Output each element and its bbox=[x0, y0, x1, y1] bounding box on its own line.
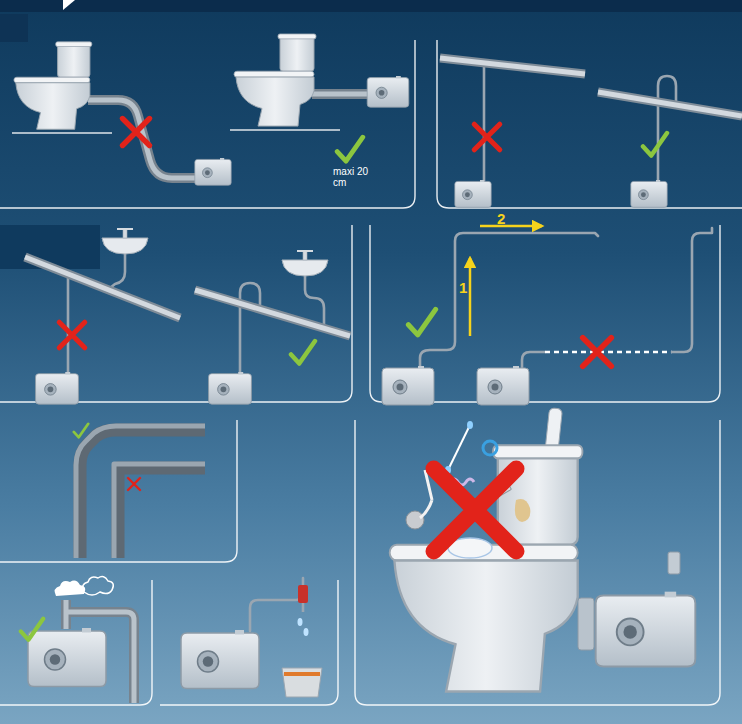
pump-sleeve bbox=[578, 598, 594, 650]
discharge-pipe bbox=[88, 100, 196, 178]
correct-mark bbox=[291, 341, 315, 364]
discharge-line bbox=[522, 352, 545, 368]
toilet bbox=[390, 445, 583, 691]
wash-basin bbox=[282, 251, 328, 276]
bucket bbox=[282, 668, 322, 697]
panel-border bbox=[437, 40, 742, 208]
discharge-pipe bbox=[88, 100, 196, 178]
panel-border bbox=[355, 420, 720, 705]
odour-cloud bbox=[83, 577, 114, 595]
callout-number: 1 bbox=[459, 280, 473, 296]
discharge-line bbox=[672, 228, 712, 352]
sharp-bend-pipe bbox=[114, 464, 205, 558]
correct-mark bbox=[408, 309, 435, 335]
pump-unit bbox=[477, 366, 529, 405]
floor-line bbox=[12, 132, 112, 134]
panel-border bbox=[0, 580, 152, 705]
header-notch bbox=[63, 0, 75, 10]
condom bbox=[515, 499, 530, 522]
pump-unit bbox=[36, 372, 79, 404]
wash-basin bbox=[102, 229, 148, 254]
wrong-mark bbox=[474, 124, 500, 150]
correct-mark bbox=[643, 133, 667, 156]
direction-arrow bbox=[480, 225, 542, 228]
main-pipe bbox=[440, 58, 585, 74]
odour-cloud bbox=[55, 581, 86, 596]
dashed-run bbox=[545, 351, 672, 354]
long-bend-pipe bbox=[76, 426, 205, 558]
pump-unit bbox=[596, 592, 696, 667]
floor-line bbox=[230, 129, 340, 131]
wrong-mark bbox=[59, 322, 85, 348]
panel-border bbox=[160, 580, 338, 705]
panel-tab bbox=[0, 14, 28, 42]
discharge-line bbox=[250, 578, 303, 631]
panel-border bbox=[0, 40, 415, 208]
pump-unit bbox=[455, 180, 491, 207]
dimension-label: maxi 20 cm bbox=[333, 166, 369, 188]
main-pipe bbox=[440, 58, 585, 74]
wrong-mark bbox=[583, 338, 612, 367]
tampon bbox=[420, 470, 432, 518]
cotton-swab bbox=[467, 421, 473, 429]
correct-mark bbox=[21, 619, 43, 640]
sink-drain bbox=[305, 276, 324, 326]
correct-mark bbox=[337, 137, 363, 161]
discharge-line bbox=[483, 66, 486, 181]
main-pipe bbox=[195, 290, 350, 336]
coin bbox=[406, 511, 424, 529]
direction-arrow bbox=[469, 258, 472, 336]
pump-outlet bbox=[668, 552, 680, 574]
pump-unit bbox=[209, 372, 252, 404]
water-drop bbox=[298, 618, 303, 626]
sink-drain bbox=[110, 252, 125, 288]
long-bend-pipe bbox=[80, 430, 205, 558]
pump-unit bbox=[367, 76, 409, 107]
toilet bbox=[14, 42, 92, 129]
wrong-mark bbox=[434, 469, 517, 552]
drain-valve bbox=[298, 585, 308, 603]
main-pipe bbox=[25, 257, 180, 318]
header-strip bbox=[0, 0, 742, 12]
wrong-mark bbox=[123, 119, 150, 146]
wrong-mark bbox=[128, 478, 140, 490]
cotton-swab bbox=[448, 425, 470, 470]
water-drop bbox=[304, 628, 309, 636]
main-pipe bbox=[195, 290, 350, 336]
discharge-line bbox=[240, 283, 260, 373]
discharge-line bbox=[658, 76, 676, 181]
correct-mark bbox=[74, 424, 88, 438]
bucket-band bbox=[284, 672, 320, 676]
panel-border bbox=[0, 420, 237, 562]
pump-unit bbox=[631, 180, 667, 207]
discharge-pipe bbox=[312, 89, 370, 99]
pump-unit bbox=[28, 628, 106, 687]
toilet bbox=[234, 34, 316, 126]
pump-unit bbox=[195, 158, 231, 185]
ring bbox=[483, 441, 497, 455]
sharp-bend-pipe bbox=[118, 468, 205, 558]
main-pipe bbox=[25, 257, 180, 318]
valve-spout bbox=[302, 603, 305, 612]
pump-unit bbox=[382, 366, 434, 405]
main-pipe bbox=[598, 92, 742, 116]
callout-number: 2 bbox=[497, 211, 511, 227]
discharge-pipe bbox=[312, 92, 370, 97]
main-pipe bbox=[598, 92, 742, 116]
pump-unit bbox=[181, 630, 259, 689]
discharge-line bbox=[67, 276, 70, 373]
discharge-line bbox=[420, 233, 598, 367]
